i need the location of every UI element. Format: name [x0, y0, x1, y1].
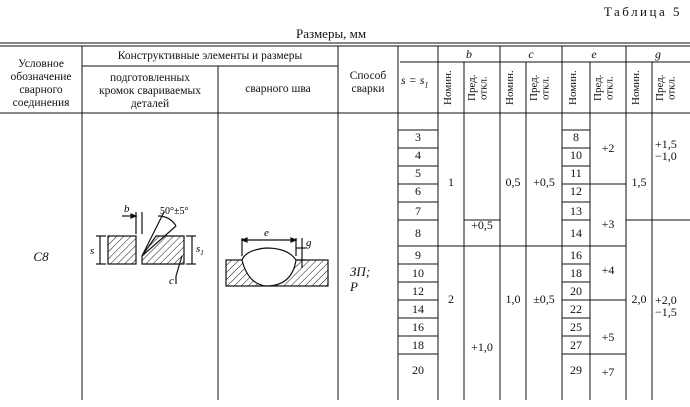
e-nom: 22 [570, 302, 582, 316]
header-g-nom: Номин. [630, 70, 642, 106]
g-dev: +1,5 −1,0 [655, 137, 677, 163]
header-s: s = s1 [401, 73, 429, 90]
s-value: 3 [415, 130, 421, 144]
header-c: c [528, 47, 534, 61]
header-b: b [466, 47, 472, 61]
header-constructive: Конструктивные элементы и размеры [117, 50, 303, 62]
edge-preparation-drawing: b 50°±5° s s1 c [90, 203, 204, 287]
e-nom: 20 [570, 284, 582, 298]
b-nom: 1 [448, 175, 454, 189]
e-nom: 12 [570, 184, 582, 198]
weld-seam-drawing: e g [225, 227, 329, 287]
header-b-dev: Пред.откл. [466, 74, 490, 102]
e-nom: 27 [570, 338, 582, 352]
c-dev: ±0,5 [533, 292, 555, 306]
e-nom: 11 [570, 166, 582, 180]
s-value: 6 [415, 184, 421, 198]
e-dev: +4 [601, 263, 615, 277]
e-nom: 29 [570, 363, 582, 377]
header-e: e [591, 47, 597, 61]
dim-angle: 50°±5° [160, 206, 189, 217]
e-dev: +2 [601, 141, 615, 155]
e-nom: 14 [570, 226, 582, 240]
dim-e: e [264, 227, 269, 239]
c-nom: 1,0 [505, 292, 521, 306]
header-g-dev: Пред.откл. [654, 74, 678, 102]
table-label: Таблица 5 [603, 4, 682, 19]
s-value: 18 [412, 338, 424, 352]
e-nom: 25 [570, 320, 582, 334]
header-c-dev: Пред.откл. [528, 74, 552, 102]
e-nom: 16 [570, 248, 582, 262]
s-value: 20 [412, 363, 424, 377]
header-prepared-edges: подготовленных кромок свариваемых детале… [99, 72, 201, 110]
dim-b: b [124, 203, 130, 215]
header-symbol: Условное обозначение сварного соединения [10, 58, 72, 109]
e-dev: +7 [601, 365, 615, 379]
header-weld: сварного шва [245, 83, 311, 95]
e-dev: +3 [601, 217, 615, 231]
s-value: 16 [412, 320, 424, 334]
g-nom: 1,5 [631, 175, 647, 189]
e-nom: 10 [570, 148, 582, 162]
s-value: 8 [415, 226, 421, 240]
s-value: 5 [415, 166, 421, 180]
e-nom: 18 [570, 266, 582, 280]
header-b-nom: Номин. [442, 70, 454, 106]
e-nom: 8 [573, 130, 579, 144]
s-value: 9 [415, 248, 421, 262]
s-value: 10 [412, 266, 424, 280]
header-c-nom: Номин. [504, 70, 516, 106]
table-caption: Размеры, мм [296, 26, 367, 41]
header-e-nom: Номин. [567, 70, 579, 106]
s-value: 12 [412, 284, 424, 298]
b-nom: 2 [448, 292, 454, 306]
g-dev: +2,0 −1,5 [655, 293, 677, 319]
header-e-dev: Пред.откл. [592, 74, 616, 102]
s-value: 14 [412, 302, 424, 316]
s-value: 7 [415, 204, 421, 218]
header-g: g [655, 47, 661, 61]
header-method: Способ сварки [349, 70, 387, 95]
row-method: ЗП; Р [350, 264, 371, 294]
dim-s1: s1 [196, 243, 204, 257]
c-dev: +0,5 [533, 175, 555, 189]
row-symbol: С8 [33, 249, 49, 264]
dim-s: s [90, 245, 94, 257]
s-value: 4 [415, 148, 421, 162]
dim-g: g [306, 237, 312, 249]
c-nom: 0,5 [505, 175, 521, 189]
b-dev: +1,0 [471, 340, 493, 354]
g-nom: 2,0 [631, 292, 647, 306]
e-dev: +5 [601, 330, 615, 344]
b-dev: +0,5 [471, 218, 493, 232]
e-nom: 13 [570, 204, 582, 218]
dim-c: c [169, 275, 174, 287]
